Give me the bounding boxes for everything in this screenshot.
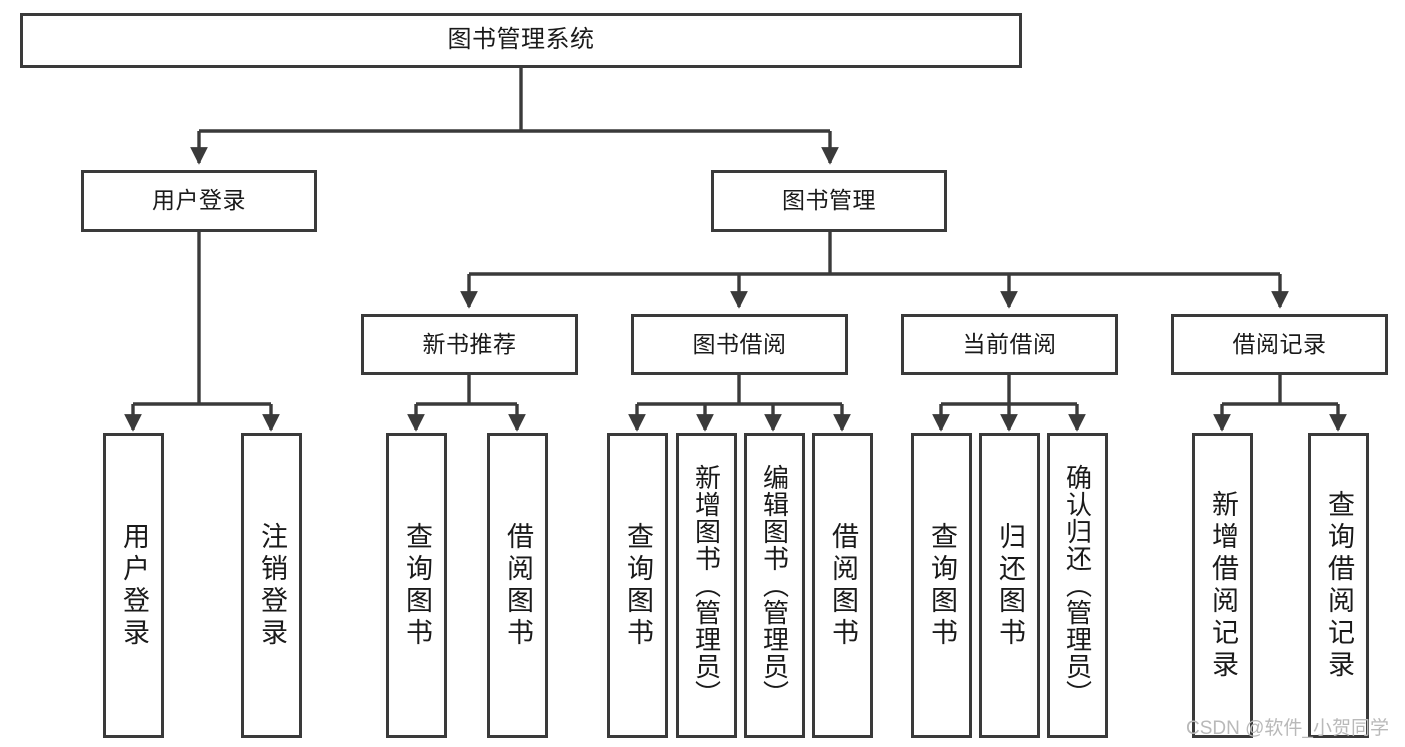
node-leaf-query-book-3[interactable]: 查询图书 xyxy=(911,433,972,738)
node-label: 用户登录 xyxy=(152,187,246,214)
node-label: 图书管理系统 xyxy=(447,26,595,54)
node-label: 查询图书 xyxy=(927,521,957,650)
node-book-borrow[interactable]: 图书借阅 xyxy=(631,314,848,375)
node-leaf-query-book-1[interactable]: 查询图书 xyxy=(386,433,447,738)
node-label: 借阅图书 xyxy=(503,521,533,650)
node-label: 注销登录 xyxy=(257,521,287,650)
node-label: 归还图书 xyxy=(995,521,1025,650)
node-label: 确认归还（管理员） xyxy=(1062,464,1093,707)
node-label: 新增图书（管理员） xyxy=(691,464,722,707)
node-user-login[interactable]: 用户登录 xyxy=(81,170,317,232)
node-current-borrow[interactable]: 当前借阅 xyxy=(901,314,1118,375)
node-leaf-borrow-book-1[interactable]: 借阅图书 xyxy=(487,433,548,738)
node-leaf-user-logout[interactable]: 注销登录 xyxy=(241,433,302,738)
node-label: 新增借阅记录 xyxy=(1208,489,1238,682)
node-leaf-edit-book[interactable]: 编辑图书（管理员） xyxy=(744,433,805,738)
node-leaf-query-record[interactable]: 查询借阅记录 xyxy=(1308,433,1369,738)
node-label: 当前借阅 xyxy=(962,330,1057,357)
node-root-system[interactable]: 图书管理系统 xyxy=(20,13,1022,68)
node-leaf-confirm-return[interactable]: 确认归还（管理员） xyxy=(1047,433,1108,738)
node-label: 查询图书 xyxy=(623,521,653,650)
node-label: 借阅图书 xyxy=(828,521,858,650)
csdn-watermark: CSDN @软件_小贺同学 xyxy=(1186,718,1389,739)
node-leaf-user-login[interactable]: 用户登录 xyxy=(103,433,164,738)
node-book-manage[interactable]: 图书管理 xyxy=(711,170,947,232)
node-leaf-add-book[interactable]: 新增图书（管理员） xyxy=(676,433,737,738)
node-leaf-query-book-2[interactable]: 查询图书 xyxy=(607,433,668,738)
node-label: 查询借阅记录 xyxy=(1324,489,1354,682)
node-borrow-record[interactable]: 借阅记录 xyxy=(1171,314,1388,375)
node-leaf-borrow-book-2[interactable]: 借阅图书 xyxy=(812,433,873,738)
node-label: 编辑图书（管理员） xyxy=(759,464,790,707)
node-label: 用户登录 xyxy=(119,521,149,650)
node-leaf-return-book[interactable]: 归还图书 xyxy=(979,433,1040,738)
node-label: 图书管理 xyxy=(782,187,876,214)
node-leaf-add-record[interactable]: 新增借阅记录 xyxy=(1192,433,1253,738)
node-new-book-rec[interactable]: 新书推荐 xyxy=(361,314,578,375)
node-label: 新书推荐 xyxy=(422,330,517,357)
node-label: 图书借阅 xyxy=(692,330,787,357)
node-label: 借阅记录 xyxy=(1232,330,1327,357)
node-label: 查询图书 xyxy=(402,521,432,650)
